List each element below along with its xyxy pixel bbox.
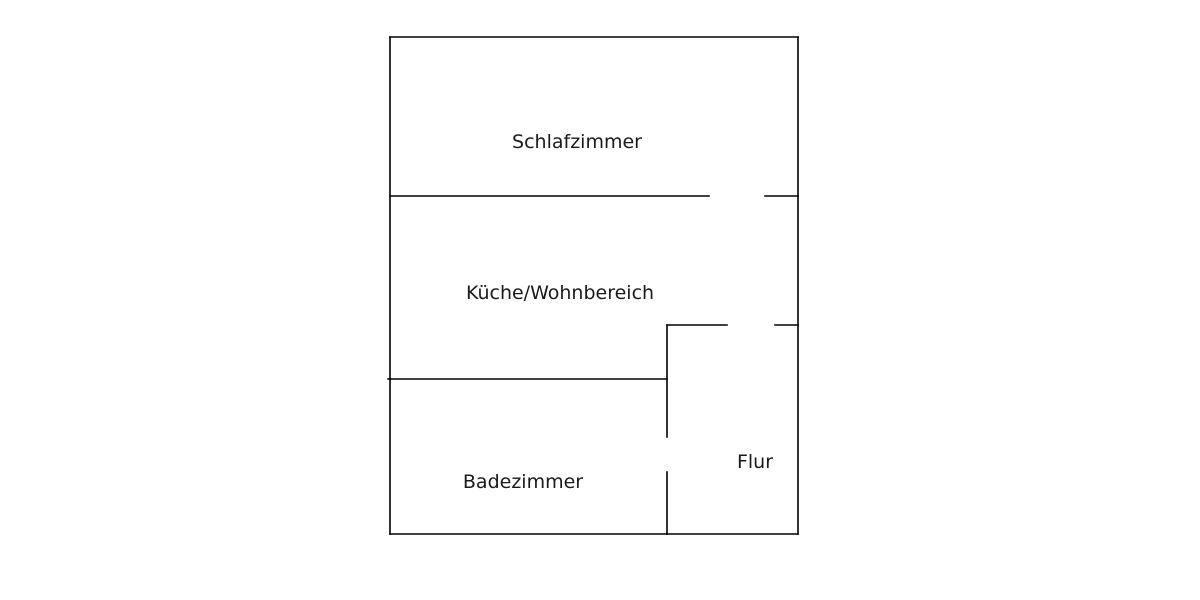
room-label-kueche-wohnbereich: Küche/Wohnbereich	[466, 282, 654, 304]
room-label-flur: Flur	[737, 451, 773, 473]
room-label-badezimmer: Badezimmer	[463, 471, 583, 493]
room-label-schlafzimmer: Schlafzimmer	[512, 131, 642, 153]
outer-walls	[389, 36, 799, 535]
